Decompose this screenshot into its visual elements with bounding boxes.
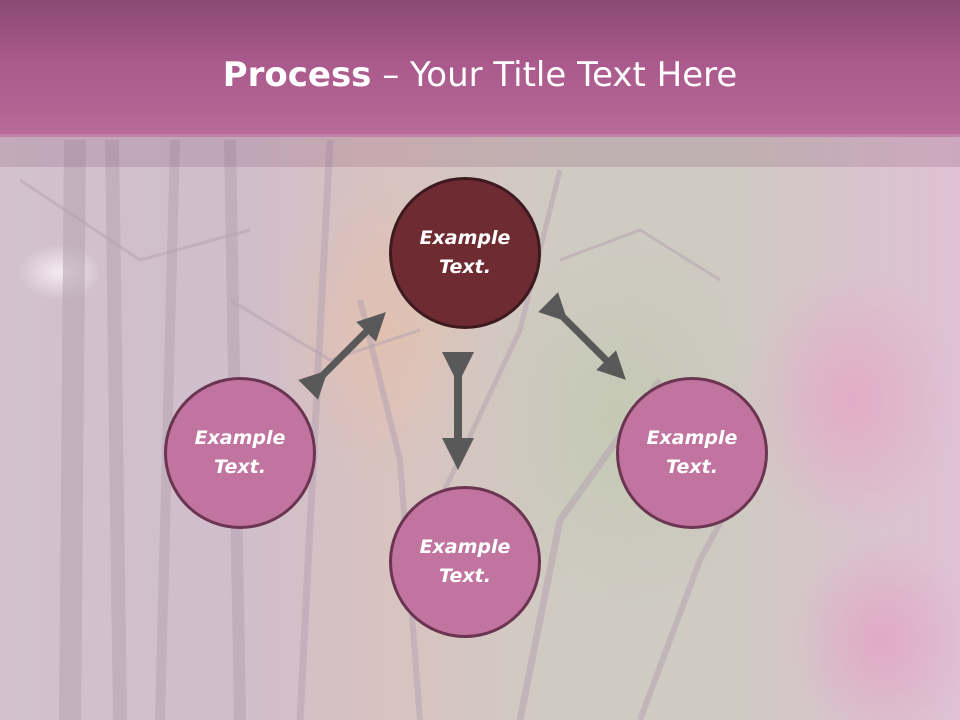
right-node-line1: Example	[646, 427, 738, 449]
center-node: Example Text.	[389, 177, 541, 329]
arrow-left-center	[298, 312, 386, 400]
center-node-line1: Example	[419, 227, 511, 249]
slide-title: Process – Your Title Text Here	[0, 53, 960, 97]
left-node: Example Text.	[164, 377, 316, 529]
title-rest: – Your Title Text Here	[371, 55, 738, 95]
title-bar: Process – Your Title Text Here	[0, 0, 960, 137]
bottom-node-line2: Text.	[439, 565, 491, 587]
bottom-node: Example Text.	[389, 486, 541, 638]
title-shadow-band	[0, 137, 960, 167]
title-bold: Process	[222, 55, 372, 95]
right-node-line2: Text.	[666, 456, 718, 478]
left-node-line1: Example	[194, 427, 286, 449]
center-node-line2: Text.	[439, 256, 491, 278]
arrow-right-center	[538, 292, 626, 380]
left-node-line2: Text.	[214, 456, 266, 478]
bottom-node-line1: Example	[419, 536, 511, 558]
right-node: Example Text.	[616, 377, 768, 529]
